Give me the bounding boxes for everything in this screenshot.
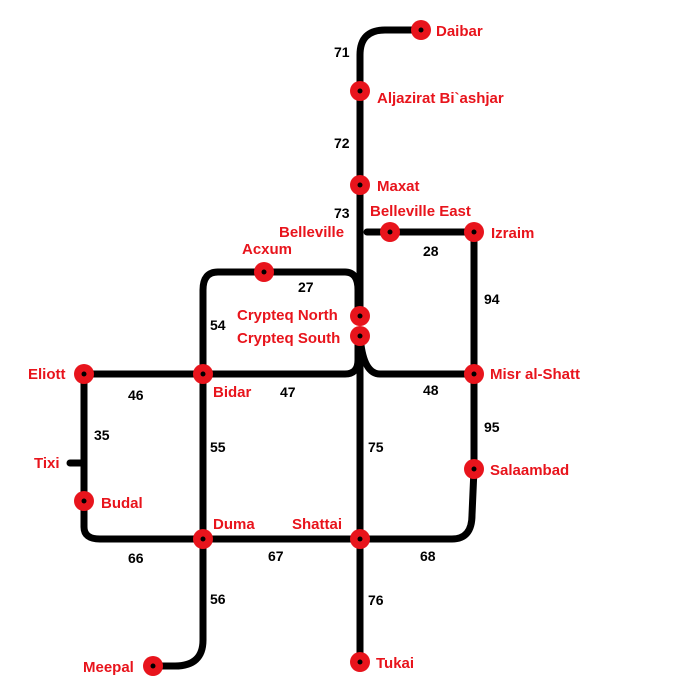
station-izraim[interactable] [464, 222, 484, 242]
tracks [66, 26, 478, 670]
station-dot [357, 313, 363, 319]
segment-label-duma-meepal: 56 [210, 591, 226, 607]
segment-label-maxat-crypteq: 73 [334, 205, 350, 221]
segment-label-acxum-crypteq: 27 [298, 279, 314, 295]
station-label-izraim[interactable]: Izraim [491, 225, 534, 242]
station-label-shattai[interactable]: Shattai [292, 516, 342, 533]
segment-labels: 71 72 73 28 27 54 94 46 47 48 35 55 75 9… [94, 44, 500, 608]
track-daibar-aljazirat [356, 26, 424, 95]
station-misr-al-shatt[interactable] [464, 364, 484, 384]
track-budal-duma [80, 497, 207, 543]
station-acxum[interactable] [254, 262, 274, 282]
station-label-crypteq-south[interactable]: Crypteq South [237, 330, 340, 347]
segment-label-eliott-bidar: 46 [128, 387, 144, 403]
stations [74, 20, 484, 676]
station-eliott[interactable] [74, 364, 94, 384]
station-meepal[interactable] [143, 656, 163, 676]
segment-label-budal-duma: 66 [128, 550, 144, 566]
station-bidar[interactable] [193, 364, 213, 384]
station-dot [150, 663, 156, 669]
segment-label-duma-shattai: 67 [268, 548, 284, 564]
station-duma[interactable] [193, 529, 213, 549]
track-shattai-salaambad [356, 465, 478, 543]
station-salaambad[interactable] [464, 459, 484, 479]
segment-label-crypteq-shattai: 75 [368, 439, 384, 455]
station-dot [418, 27, 424, 33]
station-dot [366, 229, 372, 235]
station-dot [81, 371, 87, 377]
station-dot [357, 88, 363, 94]
station-belleville[interactable] [366, 229, 372, 235]
station-label-crypteq-north[interactable]: Crypteq North [237, 307, 338, 324]
station-dot [471, 371, 477, 377]
station-label-acxum[interactable]: Acxum [242, 241, 292, 258]
station-dot [357, 333, 363, 339]
station-budal[interactable] [74, 491, 94, 511]
station-label-aljazirat[interactable]: Aljazirat Bi`ashjar [377, 90, 504, 107]
station-label-duma[interactable]: Duma [213, 516, 255, 533]
segment-label-crypteq-misr: 48 [423, 382, 439, 398]
station-belleville-east[interactable] [380, 222, 400, 242]
station-crypteq-south[interactable] [350, 326, 370, 346]
segment-label-aljazirat-maxat: 72 [334, 135, 350, 151]
station-label-maxat[interactable]: Maxat [377, 178, 420, 195]
station-shattai[interactable] [350, 529, 370, 549]
segment-label-acxum-bidar: 54 [210, 317, 226, 333]
station-label-misr-al-shatt[interactable]: Misr al-Shatt [490, 366, 580, 383]
station-dot [81, 498, 87, 504]
station-labels: Daibar Aljazirat Bi`ashjar Maxat Bellevi… [28, 23, 580, 676]
station-label-daibar[interactable]: Daibar [436, 23, 483, 40]
station-label-meepal[interactable]: Meepal [83, 659, 134, 676]
segment-label-shattai-tukai: 76 [368, 592, 384, 608]
station-dot [357, 182, 363, 188]
station-label-salaambad[interactable]: Salaambad [490, 462, 569, 479]
station-dot [471, 229, 477, 235]
station-label-budal[interactable]: Budal [101, 495, 143, 512]
segment-label-bidar-duma: 55 [210, 439, 226, 455]
track-duma-meepal [149, 535, 207, 670]
station-dot [357, 536, 363, 542]
station-dot [200, 536, 206, 542]
station-label-bidar[interactable]: Bidar [213, 384, 252, 401]
station-label-eliott[interactable]: Eliott [28, 366, 66, 383]
track-acxum-bidar [199, 268, 268, 378]
station-daibar[interactable] [411, 20, 431, 40]
station-dot [357, 659, 363, 665]
station-dot [471, 466, 477, 472]
station-aljazirat[interactable] [350, 81, 370, 101]
station-label-belleville[interactable]: Belleville [279, 224, 344, 241]
segment-label-eliott-budal: 35 [94, 427, 110, 443]
station-dot [200, 371, 206, 377]
station-crypteq-north[interactable] [350, 306, 370, 326]
station-label-tixi[interactable]: Tixi [34, 455, 60, 472]
station-label-belleville-east[interactable]: Belleville East [370, 203, 471, 220]
segment-label-belleville-izraim: 28 [423, 243, 439, 259]
segment-label-izraim-misr: 94 [484, 291, 500, 307]
station-dot [387, 229, 393, 235]
track-crypteq-misr [356, 332, 478, 378]
station-maxat[interactable] [350, 175, 370, 195]
segment-label-bidar-crypteq: 47 [280, 384, 296, 400]
track-acxum-crypteq [260, 268, 362, 320]
segment-label-misr-salaambad: 95 [484, 419, 500, 435]
segment-label-daibar-aljazirat: 71 [334, 44, 350, 60]
station-tukai[interactable] [350, 652, 370, 672]
station-dot [261, 269, 267, 275]
segment-label-shattai-salaambad: 68 [420, 548, 436, 564]
station-label-tukai[interactable]: Tukai [376, 655, 414, 672]
